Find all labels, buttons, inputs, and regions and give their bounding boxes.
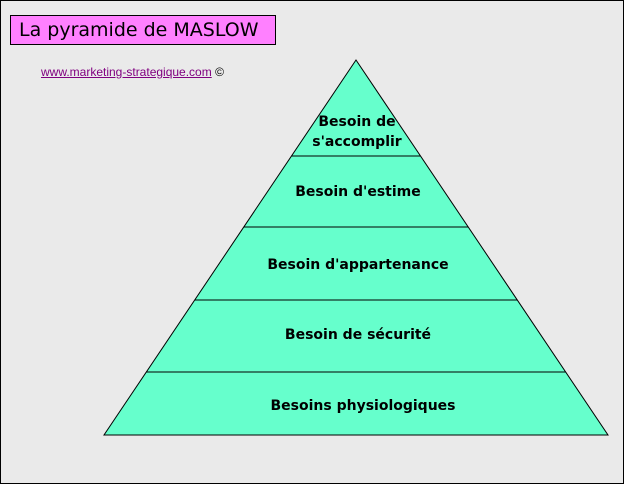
- page-title: La pyramide de MASLOW: [10, 15, 276, 45]
- pyramid-level-label: Besoins physiologiques: [270, 398, 455, 414]
- copyright-symbol: ©: [215, 65, 224, 79]
- pyramid-level-label: Besoin d'estime: [295, 184, 420, 200]
- credit-line: www.marketing-strategique.com ©: [41, 65, 224, 79]
- pyramid-level-label: s'accomplir: [312, 134, 401, 150]
- pyramid-shape: [103, 59, 609, 436]
- pyramid-level-label: Besoin d'appartenance: [267, 257, 448, 273]
- pyramid-level-label: Besoin de sécurité: [285, 327, 431, 343]
- pyramid-level-label: Besoin de: [318, 114, 395, 130]
- website-link[interactable]: www.marketing-strategique.com: [41, 65, 212, 79]
